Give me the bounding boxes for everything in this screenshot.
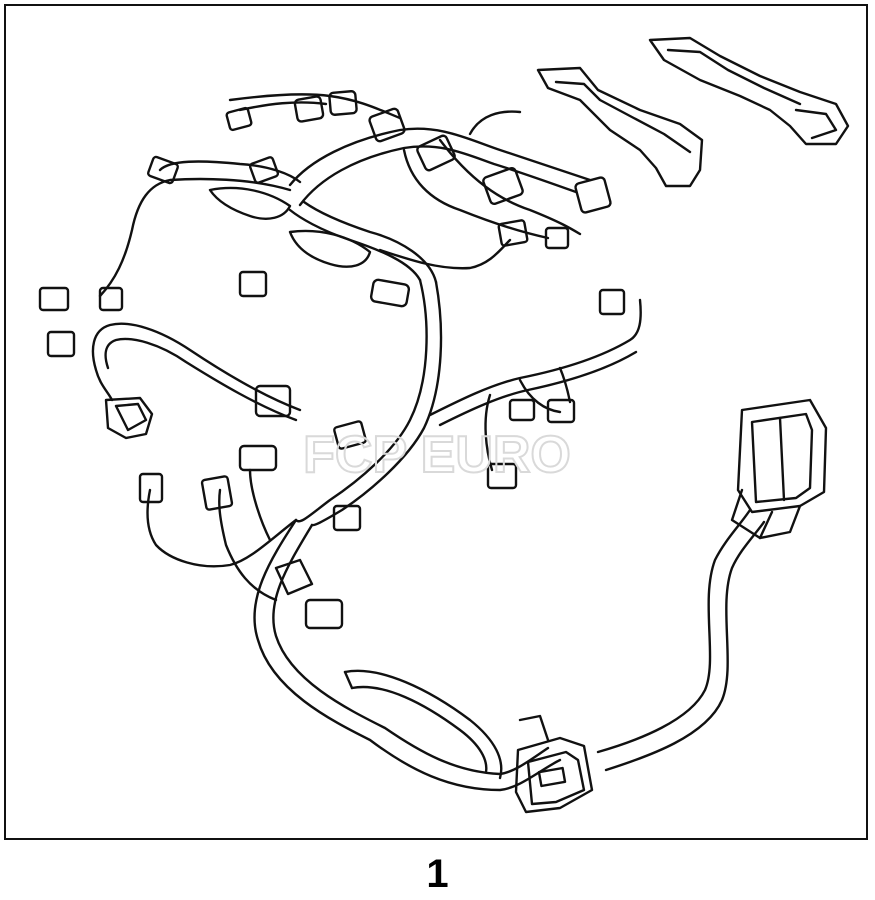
right-mid-branch — [428, 298, 642, 472]
left-loop-branch — [91, 322, 302, 422]
callout-number: 1 — [426, 852, 449, 896]
main-connector-large — [730, 398, 828, 540]
top-branch — [288, 110, 592, 270]
small-connectors — [38, 90, 626, 630]
inline-connector-bottom — [514, 714, 594, 814]
separate-brackets — [536, 36, 850, 188]
watermark-logo: FCP EURO — [302, 425, 572, 485]
watermark-text: FCP EURO — [303, 426, 571, 484]
main-trunk — [253, 508, 766, 792]
lower-left-wires — [146, 468, 298, 602]
diagram-frame — [4, 4, 868, 840]
